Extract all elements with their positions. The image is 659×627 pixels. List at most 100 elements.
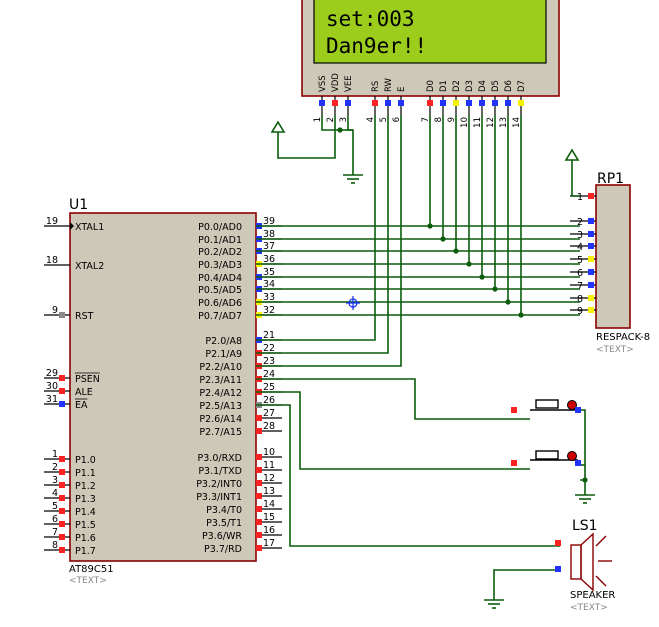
mcu-right-pin-number: 35 bbox=[263, 267, 275, 278]
mcu-chip[interactable]: U1 AT89C51 <TEXT> bbox=[69, 197, 257, 586]
lcd-pin-label: D5 bbox=[491, 80, 501, 92]
lcd-pin-state bbox=[505, 100, 511, 106]
lcd-pin-label: RW bbox=[384, 77, 394, 92]
mcu-right-pin-number: 22 bbox=[263, 343, 275, 354]
mcu-left-pin-label: EA bbox=[75, 400, 88, 411]
lcd-pin-state bbox=[345, 100, 351, 106]
mcu-right-pin-number: 28 bbox=[263, 421, 275, 432]
lcd-pin-label: VSS bbox=[318, 75, 328, 92]
mcu-left-pin-state bbox=[59, 534, 65, 540]
speaker-ref: LS1 bbox=[572, 518, 598, 534]
mcu-left-pin-state bbox=[59, 312, 65, 318]
mcu-right-pin-label: P3.5/T1 bbox=[206, 518, 242, 529]
mcu-right-pin-state bbox=[256, 545, 262, 551]
junction-dots bbox=[337, 127, 588, 483]
respack-pin-number: 5 bbox=[577, 255, 583, 266]
lcd-module[interactable]: set:003 Dan9er!! bbox=[301, 0, 560, 97]
mcu-right-pin-label: P0.4/AD4 bbox=[198, 273, 242, 284]
mcu-right-pin-label: P2.6/A14 bbox=[199, 414, 242, 425]
mcu-left-pin-label: P1.1 bbox=[75, 468, 96, 479]
respack-text-placeholder: <TEXT> bbox=[596, 345, 634, 355]
mcu-right-pin-label: P0.0/AD0 bbox=[198, 222, 242, 233]
mcu-right-pin-state bbox=[256, 428, 262, 434]
mcu-left-pin-label: P1.5 bbox=[75, 520, 96, 531]
mcu-left-pin-label: P1.6 bbox=[75, 533, 96, 544]
mcu-left-pin-label: RST bbox=[75, 311, 94, 322]
mcu-left-pin-number: 6 bbox=[52, 514, 58, 525]
respack-pin-state bbox=[588, 243, 594, 249]
lcd-pin-label: D2 bbox=[452, 80, 462, 92]
push-button-1[interactable] bbox=[511, 399, 581, 413]
mcu-right-pin-state bbox=[256, 493, 262, 499]
speaker-wave-icon bbox=[595, 535, 612, 587]
mcu-right-pin-label: P2.5/A13 bbox=[199, 401, 242, 412]
mcu-right-pin-number: 12 bbox=[263, 473, 275, 484]
power-terminal-icon bbox=[270, 120, 286, 133]
respack-pin-number: 7 bbox=[577, 281, 583, 292]
mcu-left-pin-state bbox=[59, 482, 65, 488]
lcd-pin-state bbox=[466, 100, 472, 106]
mcu-left-pin-number: 3 bbox=[52, 475, 58, 486]
mcu-left-pin-state bbox=[59, 456, 65, 462]
mcu-right-pin-number: 36 bbox=[263, 254, 275, 265]
mcu-ref: U1 bbox=[69, 197, 88, 213]
mcu-right-pin-number: 24 bbox=[263, 369, 275, 380]
mcu-left-pin-number: 31 bbox=[46, 394, 58, 405]
respack-pin-state bbox=[588, 256, 594, 262]
lcd-pin-number: 1 bbox=[313, 117, 323, 122]
mcu-left-pin-number: 9 bbox=[52, 305, 58, 316]
mcu-right-pin-label: P0.3/AD3 bbox=[198, 260, 242, 271]
mcu-left-pin-number: 19 bbox=[46, 216, 58, 227]
lcd-pin-number: 10 bbox=[460, 117, 470, 128]
mcu-left-pin-label: P1.4 bbox=[75, 507, 96, 518]
respack-pin-number: 2 bbox=[577, 217, 583, 228]
mcu-left-pin-state bbox=[59, 508, 65, 514]
respack-pin-number: 9 bbox=[577, 306, 583, 317]
lcd-pin-state bbox=[319, 100, 325, 106]
mcu-right-pin-label: P0.2/AD2 bbox=[198, 247, 242, 258]
mcu-left-pin-state bbox=[59, 401, 65, 407]
mcu-left-pin-label: XTAL1 bbox=[75, 222, 104, 233]
lcd-pin-label: VEE bbox=[344, 75, 354, 92]
mcu-right-pin-number: 14 bbox=[263, 499, 275, 510]
push-button-2[interactable] bbox=[511, 450, 581, 466]
respack-pin-number: 3 bbox=[577, 230, 583, 241]
lcd-pin-label: D7 bbox=[517, 80, 527, 92]
mcu-right-pin-label: P2.0/A8 bbox=[205, 336, 242, 347]
mcu-right-pin-state bbox=[256, 532, 262, 538]
mcu-right-pin-label: P2.2/A10 bbox=[199, 362, 242, 373]
mcu-right-pin-label: P2.7/A15 bbox=[199, 427, 242, 438]
lcd-pin-number: 6 bbox=[392, 117, 402, 122]
mcu-right-pin-label: P3.6/WR bbox=[202, 531, 242, 542]
respack-pin-state bbox=[588, 218, 594, 224]
respack-ref: RP1 bbox=[597, 171, 624, 187]
mcu-left-pin-number: 5 bbox=[52, 501, 58, 512]
resistor-pack[interactable]: RP1 RESPACK-8 <TEXT> bbox=[595, 171, 650, 355]
mcu-right-pin-number: 13 bbox=[263, 486, 275, 497]
mcu-right-pin-label: P3.4/T0 bbox=[206, 505, 242, 516]
mcu-right-pin-number: 23 bbox=[263, 356, 275, 367]
respack-pin-state bbox=[588, 295, 594, 301]
respack-pin-number: 1 bbox=[577, 192, 583, 203]
mcu-right-pin-label: P0.5/AD5 bbox=[198, 285, 242, 296]
lcd-pin-number: 13 bbox=[499, 117, 509, 128]
speaker-component[interactable]: LS1 SPEAKER <TEXT> bbox=[555, 518, 615, 613]
lcd-pin-number: 5 bbox=[379, 117, 389, 122]
lcd-pin-state bbox=[385, 100, 391, 106]
lcd-pin-label: VDD bbox=[331, 73, 341, 92]
respack-pin-state bbox=[588, 307, 594, 313]
lcd-pin-label: E bbox=[397, 87, 407, 92]
respack-pin-state bbox=[588, 282, 594, 288]
mcu-right-pin-number: 38 bbox=[263, 229, 275, 240]
lcd-pin-state bbox=[518, 100, 524, 106]
mcu-right-pin-number: 34 bbox=[263, 279, 275, 290]
lcd-pin-state bbox=[427, 100, 433, 106]
mcu-right-pin-state bbox=[256, 415, 262, 421]
mcu-left-pin-state bbox=[59, 469, 65, 475]
origin-crosshair-icon bbox=[346, 296, 360, 310]
respack-pin-number: 8 bbox=[577, 294, 583, 305]
mcu-left-pin-number: 2 bbox=[52, 462, 58, 473]
mcu-right-pin-label: P3.7/RD bbox=[204, 544, 242, 555]
